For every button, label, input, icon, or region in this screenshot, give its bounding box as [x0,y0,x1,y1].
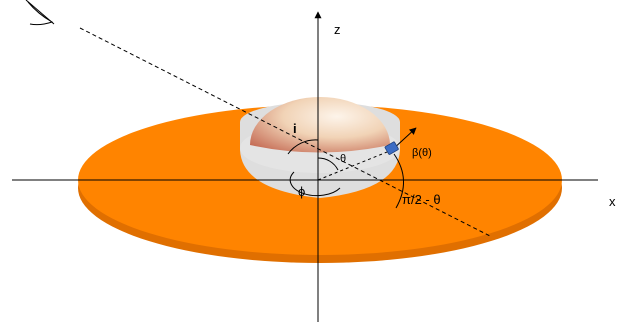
theta-label: θ [340,153,346,165]
complement-arc [393,153,404,209]
inclination-label: i [293,121,297,136]
observer-eye-line [25,0,55,25]
phi-arc [289,171,341,197]
z-axis-label: z [334,22,341,37]
radial-line [317,149,393,181]
inclination-arc [287,139,319,155]
beta-label: β(θ) [412,147,432,159]
complement-label: π/2 - θ [402,192,441,207]
x-axis-label: x [609,194,616,209]
surface-element-marker [384,141,399,155]
star-hemisphere [250,97,390,153]
theta-arc [317,157,339,171]
phi-label: ϕ [298,184,305,199]
